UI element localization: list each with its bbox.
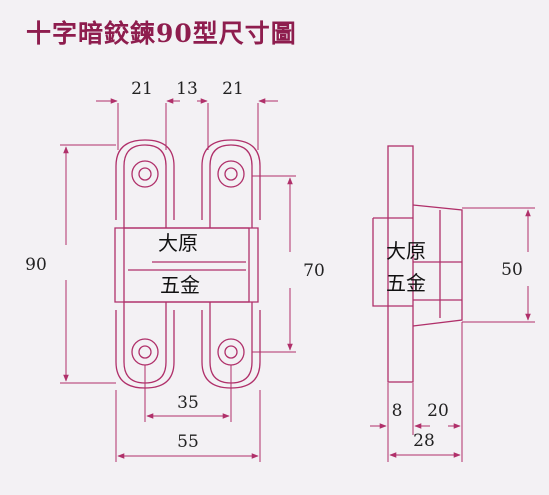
watermark-side-line1: 大原 bbox=[386, 239, 426, 263]
watermark-line2: 五金 bbox=[160, 273, 200, 297]
watermark-line1: 大原 bbox=[158, 231, 198, 255]
screw-hole bbox=[217, 338, 245, 366]
screw-hole bbox=[131, 338, 159, 366]
watermark-front: 大原 五金 bbox=[158, 231, 200, 297]
dim-top-right: 21 bbox=[222, 79, 244, 99]
screw-hole bbox=[217, 160, 245, 188]
dim-height-inner: 70 bbox=[303, 261, 325, 281]
knuckle-top-right bbox=[201, 139, 261, 228]
watermark-side-line2: 五金 bbox=[386, 271, 426, 295]
page-title: 十字暗鉸鍊90型尺寸圖 bbox=[26, 19, 297, 48]
dim-side-total: 28 bbox=[413, 431, 435, 451]
dim-top-middle: 13 bbox=[176, 79, 198, 99]
dim-width-total: 55 bbox=[177, 432, 199, 452]
dim-side-height: 50 bbox=[501, 260, 523, 280]
watermark-side: 大原 五金 bbox=[386, 239, 426, 295]
dimension-labels: 21 13 21 90 70 35 55 50 8 20 28 bbox=[25, 79, 523, 452]
dimension-lines bbox=[60, 98, 535, 462]
screw-hole bbox=[131, 160, 159, 188]
dim-width-inner: 35 bbox=[177, 393, 199, 413]
dim-side-plate: 8 bbox=[392, 401, 403, 421]
dim-side-body: 20 bbox=[427, 401, 449, 421]
dim-top-left: 21 bbox=[131, 79, 153, 99]
hinge-side-view bbox=[372, 145, 463, 383]
knuckle-top-left bbox=[115, 139, 175, 228]
dim-height-total: 90 bbox=[25, 255, 47, 275]
